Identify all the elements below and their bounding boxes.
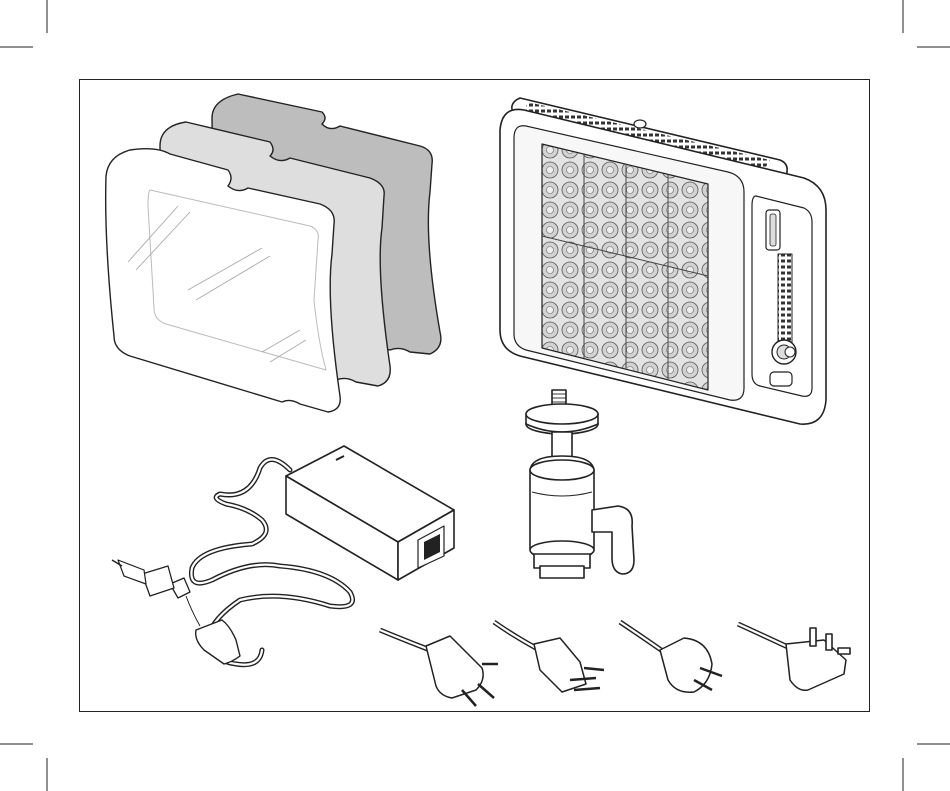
au-plug-icon [380,630,498,706]
eu-plug-icon [620,622,722,692]
ball-head-icon [526,390,634,578]
us-plug-icon [494,622,604,692]
diffuser-filters-icon [106,94,441,412]
power-adapter-icon [112,446,454,665]
led-panel-light-icon [500,98,826,424]
uk-plug-icon [738,624,850,690]
